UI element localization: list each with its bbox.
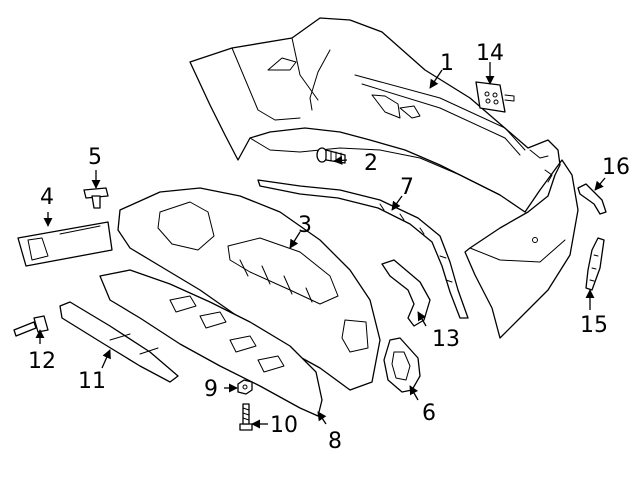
- nut-part-9: [237, 379, 253, 395]
- callout-6: 6: [422, 401, 436, 426]
- callout-11: 11: [78, 369, 106, 394]
- callout-10: 10: [270, 413, 298, 438]
- reflector-part-4: [17, 221, 113, 267]
- callout-9: 9: [204, 377, 218, 402]
- diffuser-part-3: [117, 187, 381, 391]
- callout-16: 16: [602, 155, 630, 180]
- bracket-part-15: [585, 237, 605, 291]
- callout-13: 13: [432, 327, 460, 352]
- callout-5: 5: [88, 145, 102, 170]
- callout-15: 15: [580, 313, 608, 338]
- clip-part-5: [83, 187, 109, 209]
- callout-4: 4: [40, 185, 54, 210]
- lower-panel-part-8: [99, 269, 323, 417]
- bolt-part-10: [239, 403, 253, 431]
- callout-labels: 1 14 2 3 4 5 7 16 15 13 6 8 11 12 9 10: [28, 41, 630, 454]
- leader-lines: [35, 62, 606, 429]
- callout-14: 14: [476, 41, 504, 66]
- trim-strip-part-7: [257, 179, 469, 319]
- callout-8: 8: [328, 429, 342, 454]
- bracket-part-13: [381, 259, 431, 327]
- callout-1: 1: [440, 51, 454, 76]
- bracket-part-14: [475, 81, 515, 113]
- callout-7: 7: [400, 175, 414, 200]
- callout-3: 3: [298, 213, 312, 238]
- bracket-part-11: [59, 301, 179, 383]
- bumper-cover-part: [189, 17, 579, 339]
- callout-12: 12: [28, 349, 56, 374]
- frame-part-6: [383, 337, 421, 393]
- push-pin-part-12: [13, 315, 49, 337]
- bracket-part-16: [577, 183, 607, 215]
- callout-2: 2: [364, 151, 378, 176]
